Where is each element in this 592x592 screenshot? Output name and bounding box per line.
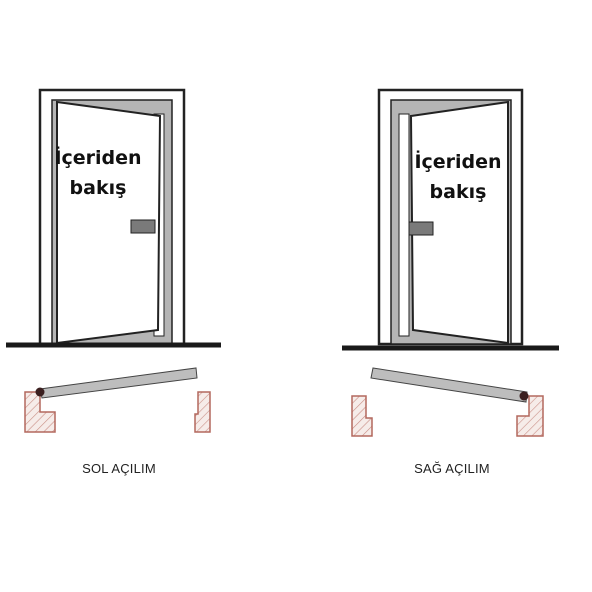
- right-plan-jamb-latch: [351, 395, 373, 437]
- left-plan-jamb-latch: [194, 391, 211, 433]
- left-door-handle: [130, 219, 156, 234]
- right-door-elevation: [342, 88, 559, 351]
- left-door-elevation: [6, 88, 221, 348]
- right-door-handle: [408, 221, 434, 236]
- left-opening-caption: SOL AÇILIM: [82, 461, 156, 476]
- right-plan-view: [351, 367, 544, 437]
- right-plan-jamb-hinge: [516, 395, 544, 437]
- right-plan-hinge-pivot: [519, 391, 529, 401]
- left-plan-jamb-hinge: [24, 391, 56, 433]
- right-plan-door-leaf: [370, 367, 528, 403]
- right-door-leaf: [409, 100, 509, 345]
- left-plan-view: [24, 367, 211, 433]
- left-door-leaf: [56, 100, 162, 345]
- right-view-label: İçeriden bakış: [414, 151, 502, 203]
- left-plan-door-leaf: [39, 367, 198, 399]
- right-opening-caption: SAĞ AÇILIM: [414, 461, 490, 476]
- left-view-label: İçeriden bakış: [54, 147, 142, 199]
- left-plan-hinge-pivot: [35, 387, 45, 397]
